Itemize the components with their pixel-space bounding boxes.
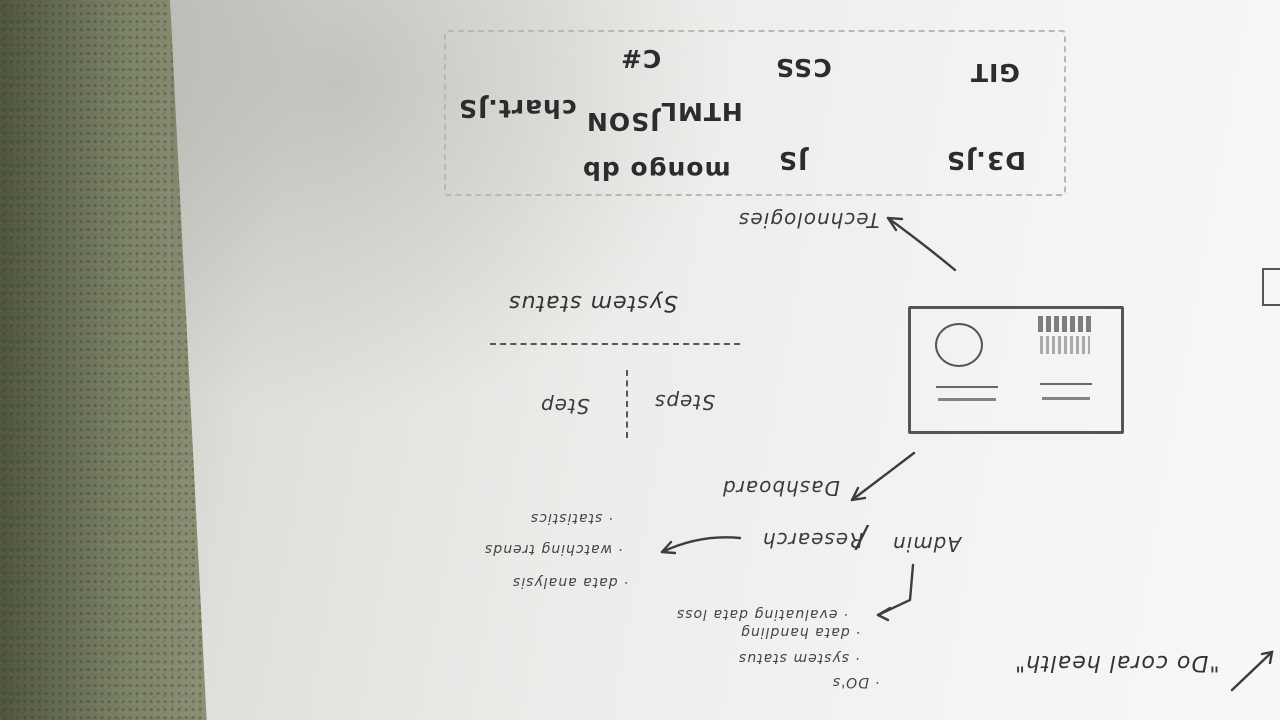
sketch-grid bbox=[1038, 316, 1094, 332]
arrow-dashboard bbox=[850, 451, 916, 502]
arrow-research-head bbox=[660, 540, 677, 555]
edge-mark bbox=[1262, 268, 1280, 306]
arrow-technologies bbox=[886, 216, 957, 272]
steps-divider bbox=[626, 370, 628, 438]
sketch-line-chart-1b bbox=[938, 398, 996, 401]
sketch-pie-chart bbox=[935, 323, 983, 367]
system-status-divider bbox=[490, 343, 740, 345]
sketch-line-chart-1 bbox=[936, 386, 998, 388]
dashboard-sketch bbox=[908, 306, 1124, 434]
sketch-line-chart-2 bbox=[1040, 383, 1092, 385]
sketch-line-chart-2b bbox=[1042, 397, 1090, 400]
technologies-box bbox=[444, 30, 1066, 196]
sketch-grid-small bbox=[1040, 336, 1090, 354]
arrow-dashboard-head bbox=[850, 486, 867, 502]
arrow-admin-head bbox=[876, 606, 892, 622]
paper-sheet bbox=[170, 0, 1280, 720]
arrow-admin bbox=[876, 563, 915, 617]
arrow-header-head bbox=[1260, 650, 1274, 665]
arrow-technologies-head bbox=[886, 216, 904, 232]
arrow-header bbox=[1230, 650, 1274, 692]
arrow-research bbox=[660, 536, 742, 554]
